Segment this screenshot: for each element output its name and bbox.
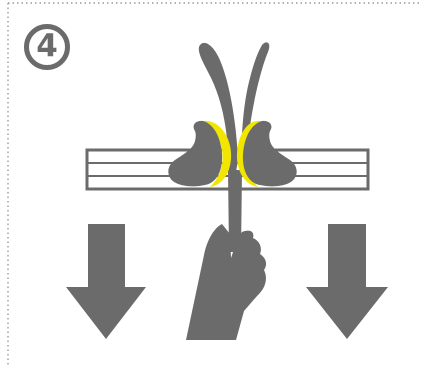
hand-icon bbox=[186, 224, 266, 340]
step-number: 4 bbox=[36, 31, 58, 62]
step-number-badge: 4 bbox=[24, 24, 70, 70]
tool-icon bbox=[168, 42, 296, 252]
down-arrow-icon bbox=[306, 224, 388, 339]
down-arrow-icon bbox=[66, 224, 146, 339]
